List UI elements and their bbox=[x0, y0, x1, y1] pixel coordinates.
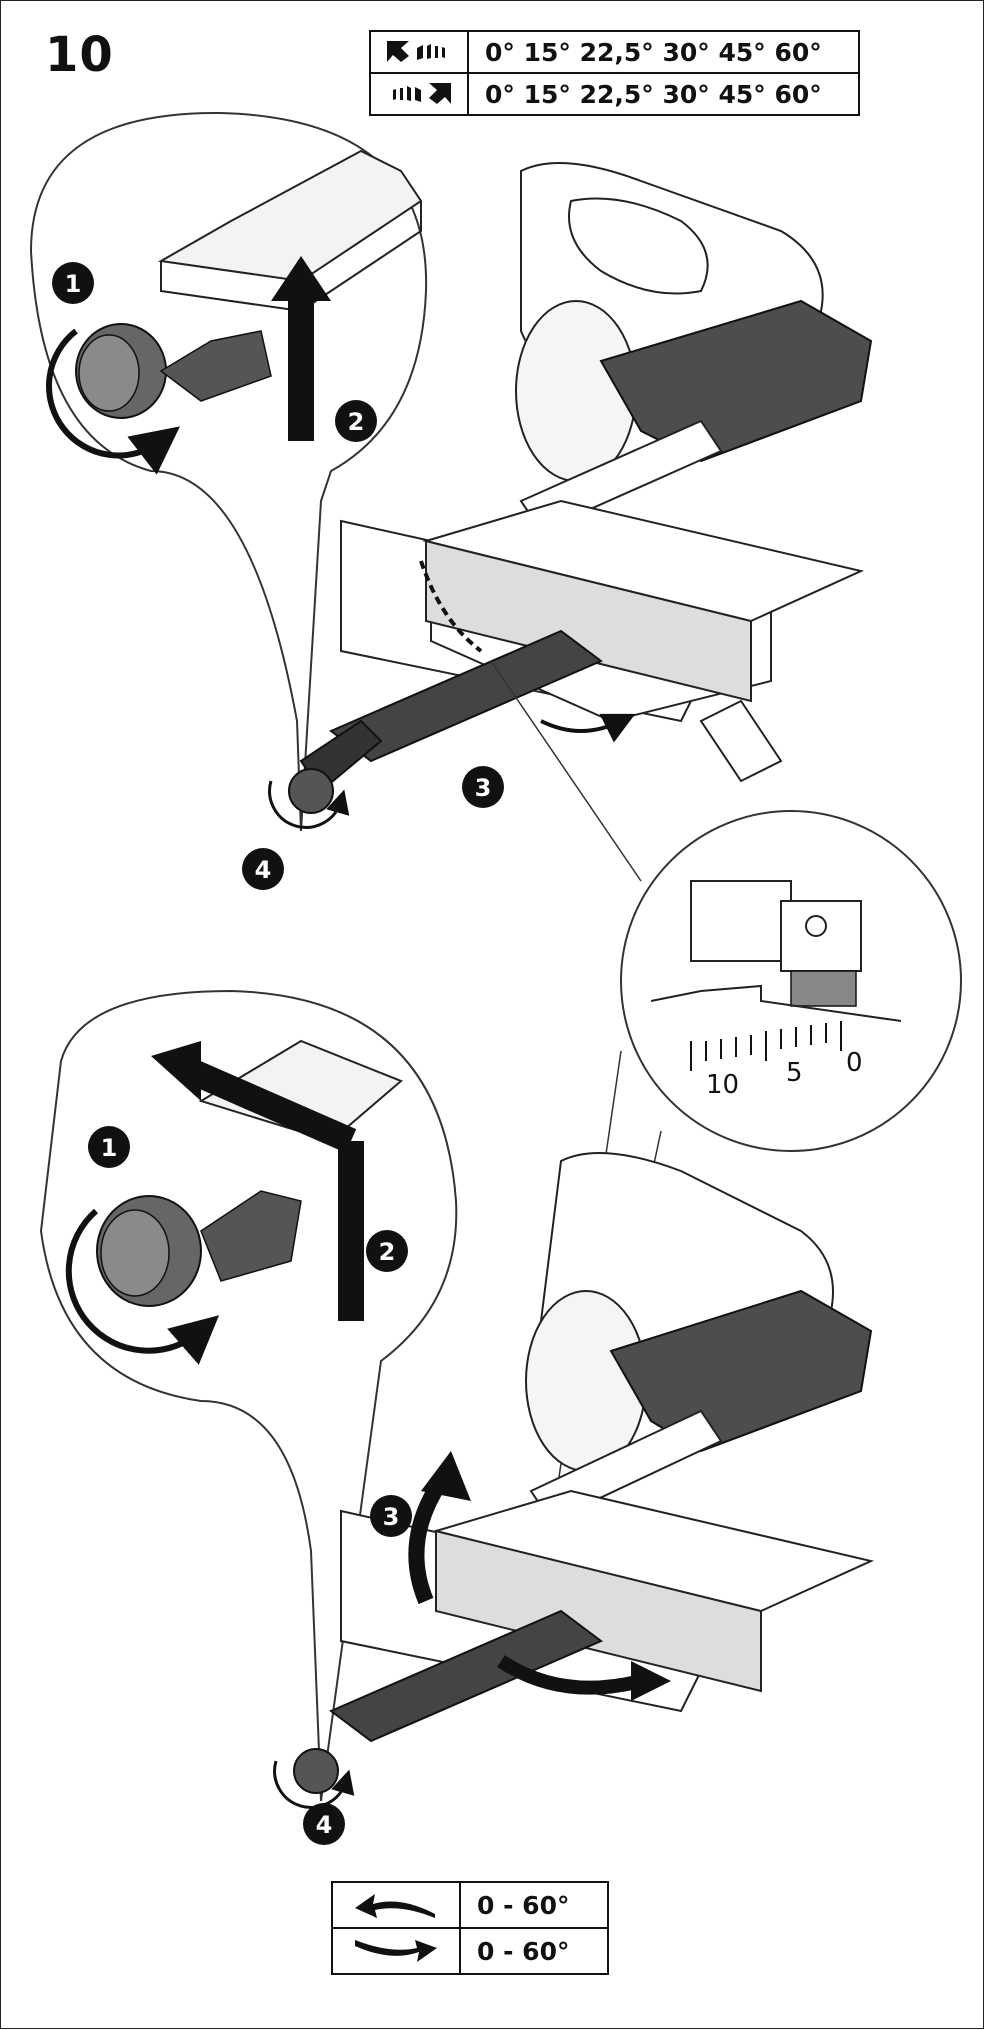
callout-label: 3 bbox=[383, 1503, 400, 1531]
callout-1-top: 1 bbox=[52, 262, 94, 304]
step-number: 10 bbox=[45, 27, 114, 83]
callout-4-top: 4 bbox=[242, 848, 284, 890]
callout-label: 1 bbox=[101, 1134, 118, 1162]
miter-angle-table: 0° 15° 22,5° 30° 45° 60° 0° 15° 22,5° 30… bbox=[369, 30, 860, 116]
callout-label: 2 bbox=[379, 1238, 396, 1266]
lock-knob-icon bbox=[75, 323, 167, 419]
bevel-range-value: 0 - 60° bbox=[459, 1927, 609, 1975]
callout-label: 4 bbox=[316, 1811, 333, 1839]
bevel-range-table: 0 - 60° 0 - 60° bbox=[331, 1881, 609, 1975]
bottom-miter-saw bbox=[273, 1152, 875, 1809]
callout-2-bottom: 2 bbox=[366, 1230, 408, 1272]
table-row: 0 - 60° bbox=[331, 1881, 609, 1929]
scale-tick-label: 0 bbox=[846, 1048, 863, 1078]
callout-4-bottom: 4 bbox=[303, 1803, 345, 1845]
scale-tick-label: 5 bbox=[786, 1058, 803, 1088]
table-row: 0° 15° 22,5° 30° 45° 60° bbox=[369, 30, 860, 74]
table-row: 0° 15° 22,5° 30° 45° 60° bbox=[369, 72, 860, 116]
bevel-range-value: 0 - 60° bbox=[459, 1881, 609, 1929]
table-row: 0 - 60° bbox=[331, 1927, 609, 1975]
callout-3-bottom: 3 bbox=[370, 1495, 412, 1537]
curved-arrow-left-icon bbox=[331, 1881, 461, 1929]
callout-2-top: 2 bbox=[335, 400, 377, 442]
callout-label: 2 bbox=[348, 408, 365, 436]
bottom-detail-circle bbox=[39, 989, 458, 1802]
rotate-arrow-icon bbox=[46, 328, 181, 475]
miter-angle-values: 0° 15° 22,5° 30° 45° 60° bbox=[467, 30, 860, 74]
callout-label: 3 bbox=[475, 774, 492, 802]
top-miter-saw bbox=[268, 162, 873, 829]
scale-tick-label: 10 bbox=[706, 1070, 739, 1100]
callout-label: 1 bbox=[65, 270, 82, 298]
callout-label: 4 bbox=[255, 856, 272, 884]
miter-right-arrow-icon bbox=[369, 72, 469, 116]
callout-3-top: 3 bbox=[462, 766, 504, 808]
callout-1-bottom: 1 bbox=[88, 1126, 130, 1168]
miter-left-arrow-icon bbox=[369, 30, 469, 74]
miter-angle-values: 0° 15° 22,5° 30° 45° 60° bbox=[467, 72, 860, 116]
curved-arrow-right-icon bbox=[331, 1927, 461, 1975]
top-detail-circle bbox=[29, 111, 428, 832]
